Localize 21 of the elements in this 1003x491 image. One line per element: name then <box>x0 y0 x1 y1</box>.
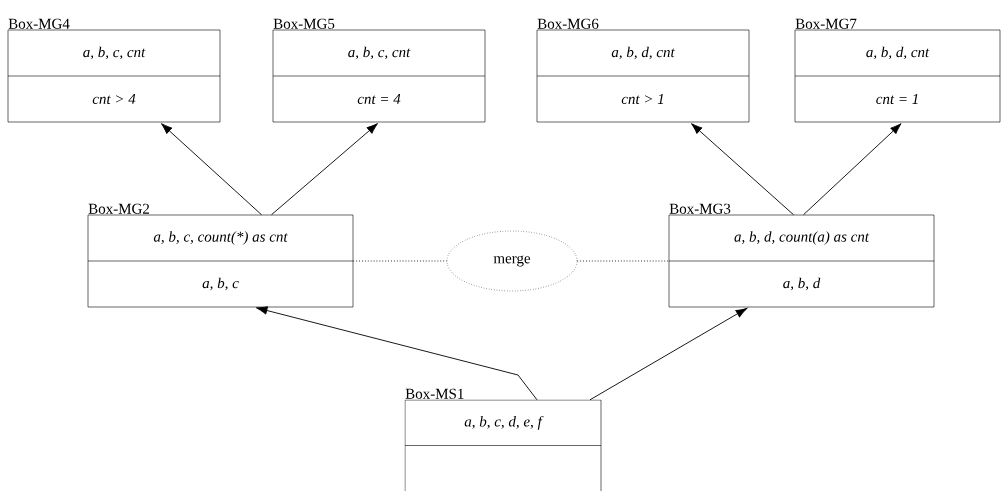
arrow <box>589 307 748 401</box>
node-label: Box-MG3 <box>669 203 731 214</box>
node-label: Box-MG2 <box>88 203 150 214</box>
dotted-line <box>576 260 670 262</box>
arrow <box>161 123 262 216</box>
class-box: Box-MG5 a, b, c, cnt cnt = 4 <box>272 18 486 123</box>
class-box: Box-MG2 a, b, c, count(*) as cnt a, b, c <box>87 203 354 308</box>
arrow <box>256 306 538 401</box>
node-label: Box-MG7 <box>795 18 857 29</box>
class-box: Box-MG7 a, b, d, cnt cnt = 1 <box>794 18 1001 123</box>
arrow <box>691 123 794 216</box>
class-box: Box-MG4 a, b, c, cnt cnt > 4 <box>7 18 221 123</box>
node-label: Box-MG4 <box>8 18 70 29</box>
arrow <box>271 123 378 216</box>
node-label: Box-MG5 <box>273 18 335 29</box>
arrow <box>803 123 902 216</box>
dotted-line <box>352 260 448 262</box>
class-box: Box-MS1 a, b, c, d, e, f <box>404 388 602 491</box>
node-label: Box-MG6 <box>537 18 599 29</box>
class-box: Box-MG3 a, b, d, count(a) as cnt a, b, d <box>668 203 935 308</box>
class-box: Box-MG6 a, b, d, cnt cnt > 1 <box>536 18 750 123</box>
